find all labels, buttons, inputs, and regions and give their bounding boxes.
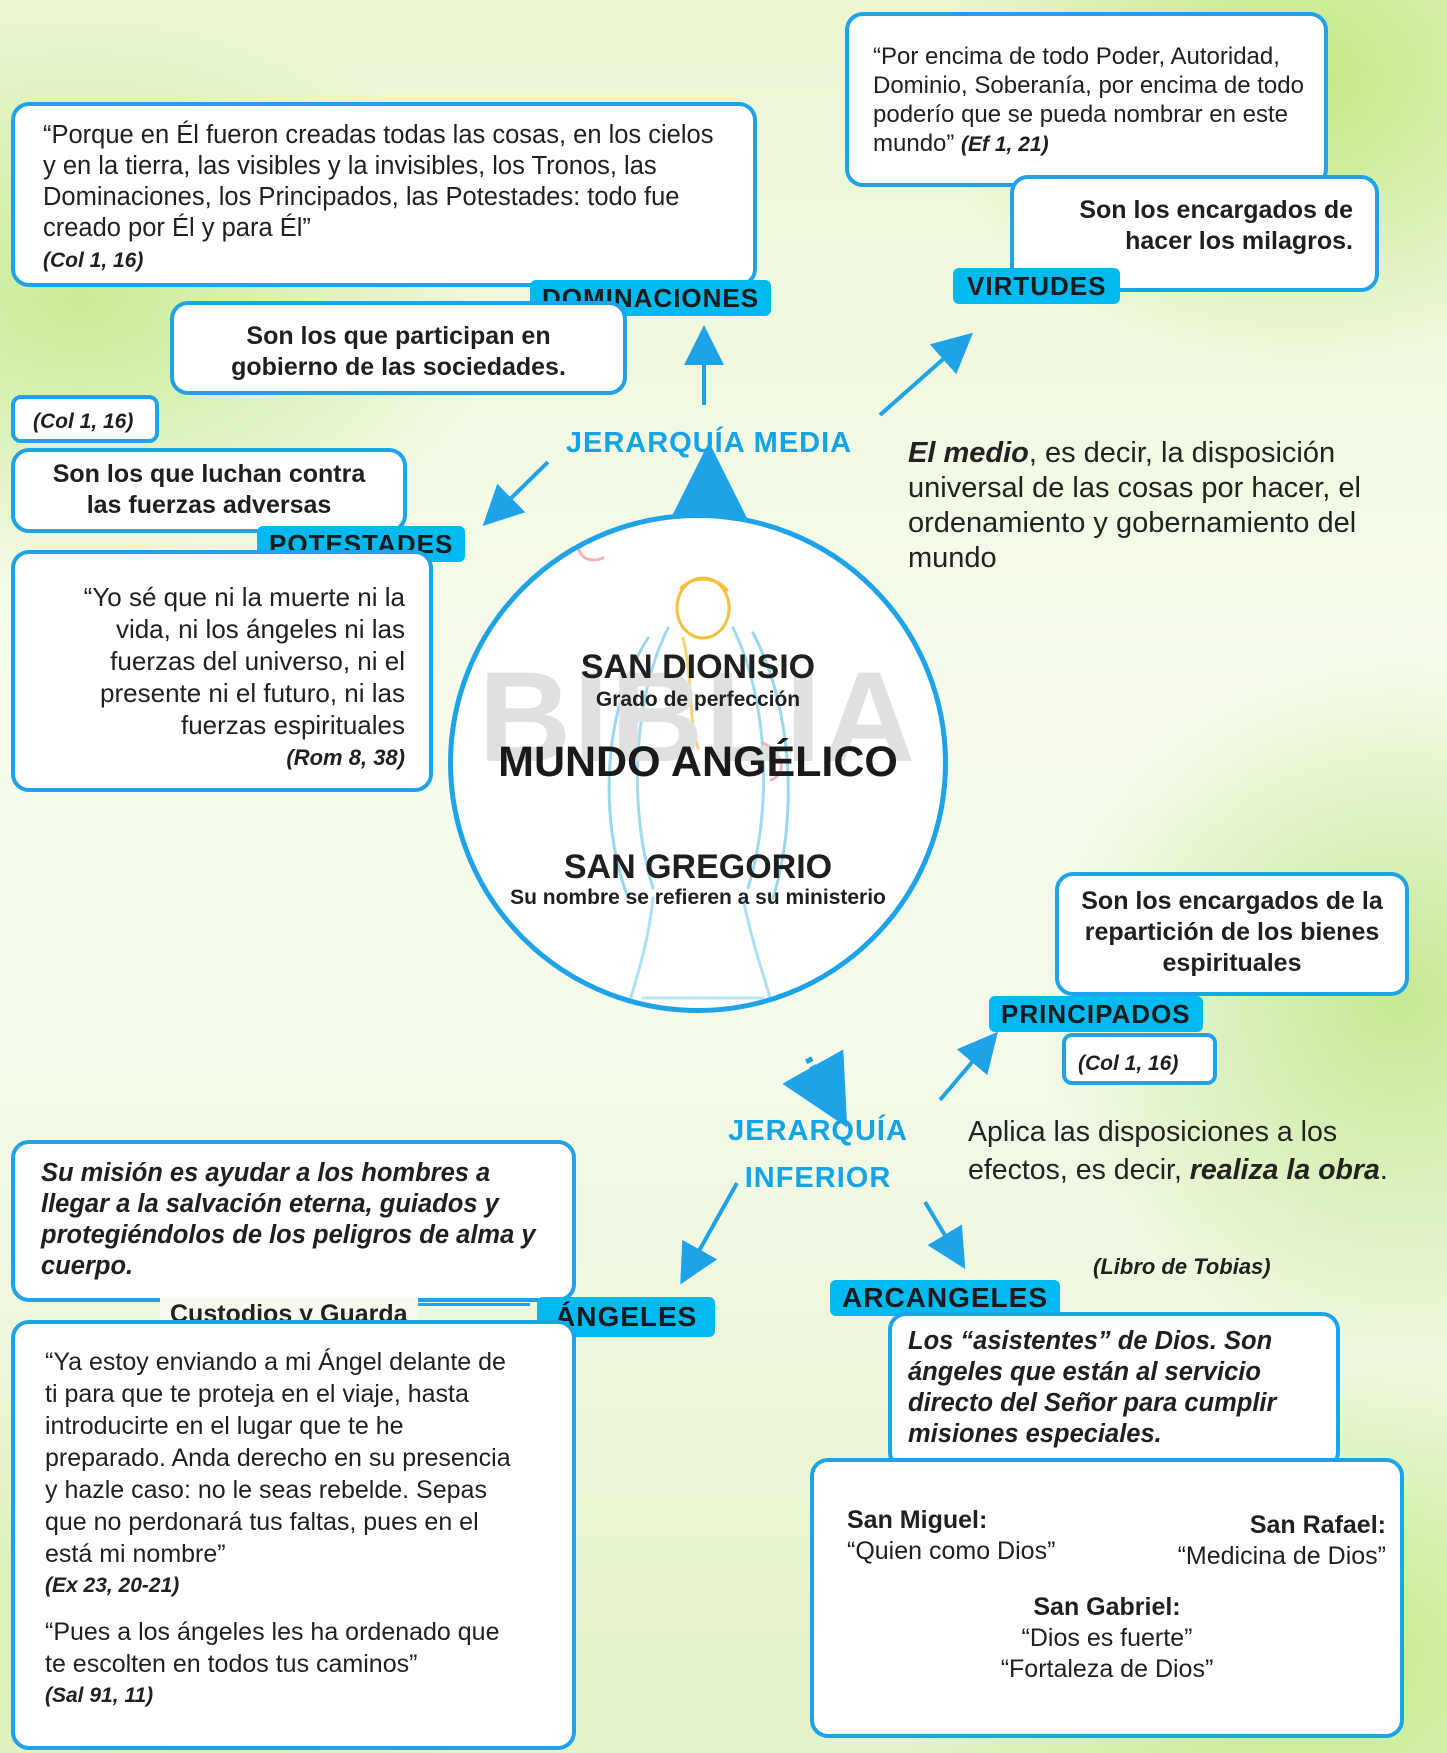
san-gabriel-meaning-2: “Fortaleza de Dios” xyxy=(1000,1655,1214,1683)
arcangeles-cite: (Libro de Tobias) xyxy=(1093,1254,1271,1279)
arrow-to-arcangeles xyxy=(923,1200,966,1270)
arrow-center-to-inferior xyxy=(782,1049,848,1128)
center-circle: BIBLIA SAN DIONISIO Grado de perfección … xyxy=(448,513,948,1013)
angeles-quote-2: “Pues a los ángeles les ha ordenado que … xyxy=(45,1618,500,1678)
jerarquia-inferior-heading: JERARQUÍA INFERIOR xyxy=(718,1108,918,1202)
arcangeles-desc-box: Los “asistentes” de Dios. Son ángeles qu… xyxy=(888,1312,1340,1470)
virtudes-cite: (Ef 1, 21) xyxy=(961,133,1049,156)
san-miguel-meaning: “Quien como Dios” xyxy=(847,1537,1056,1565)
jerarquia-inferior-desc-em: realiza la obra xyxy=(1189,1154,1380,1186)
virtudes-quote-box: “Por encima de todo Poder, Autoridad, Do… xyxy=(845,12,1328,187)
jerarquia-media-desc-em: El medio xyxy=(908,437,1029,469)
virtudes-desc: Son los encargados de hacer los milagros… xyxy=(1079,196,1353,255)
principados-desc: Son los encargados de la repartición de … xyxy=(1081,887,1383,977)
jerarquia-media-desc-rest: , es decir, la disposición universal de … xyxy=(908,437,1361,574)
arcangeles-names-box: San Miguel: “Quien como Dios” San Rafael… xyxy=(810,1458,1404,1738)
dominaciones-desc-box: Son los que participan en gobierno de la… xyxy=(170,301,627,395)
potestades-cite: (Rom 8, 38) xyxy=(286,745,405,770)
potestades-cite-top: (Col 1, 16) xyxy=(33,410,134,433)
principados-cite-box: (Col 1, 16) xyxy=(1062,1033,1217,1085)
san-gabriel: San Gabriel: “Dios es fuerte” “Fortaleza… xyxy=(814,1592,1400,1685)
arrow-to-principados xyxy=(938,1031,998,1102)
principados-cite: (Col 1, 16) xyxy=(1078,1052,1179,1075)
mundo-angelico-title: MUNDO ANGÉLICO xyxy=(498,738,898,786)
potestades-desc-box: Son los que luchan contra las fuerzas ad… xyxy=(11,448,407,533)
san-rafael-name: San Rafael: xyxy=(1249,1511,1386,1539)
san-gregorio: SAN GREGORIO xyxy=(563,848,833,886)
san-gregorio-sub: Su nombre se refieren a su ministerio xyxy=(510,886,886,909)
san-gabriel-name: San Gabriel: xyxy=(1033,1593,1181,1621)
jerarquia-inferior-desc-post: . xyxy=(1379,1154,1388,1186)
san-dionisio: SAN DIONISIO xyxy=(580,648,816,686)
angeles-cite-1: (Ex 23, 20-21) xyxy=(45,1574,180,1597)
arrow-to-potestades xyxy=(482,460,550,527)
potestades-quote-box: “Yo sé que ni la muerte ni la vida, ni l… xyxy=(11,550,433,792)
arcangeles-label: ARCANGELES xyxy=(830,1280,1061,1316)
dominaciones-quote-box: “Porque en Él fueron creadas todas las c… xyxy=(11,102,757,287)
jerarquia-inferior-desc: Aplica las disposiciones a los efectos, … xyxy=(968,1113,1443,1189)
dominaciones-label: DOMINACIONES xyxy=(530,280,772,316)
principados-label: PRINCIPADOS xyxy=(989,996,1203,1032)
angeles-quote-box: “Ya estoy enviando a mi Ángel delante de… xyxy=(11,1320,576,1750)
san-rafael-meaning: “Medicina de Dios” xyxy=(1177,1542,1386,1570)
jerarquia-inferior-desc-pre: Aplica las disposiciones a los efectos, … xyxy=(968,1116,1338,1186)
arcangeles-desc: Los “asistentes” de Dios. Son ángeles qu… xyxy=(908,1327,1277,1448)
angeles-mission-box: Su misión es ayudar a los hombres a lleg… xyxy=(11,1140,576,1302)
virtudes-quote-text: “Por encima de todo Poder, Autoridad, Do… xyxy=(873,43,1304,157)
arrow-to-virtudes xyxy=(878,332,973,417)
san-rafael: San Rafael: “Medicina de Dios” xyxy=(1178,1510,1386,1572)
potestades-cite-box: (Col 1, 16) xyxy=(11,395,159,443)
dominaciones-quote: “Porque en Él fueron creadas todas las c… xyxy=(43,121,714,242)
angeles-cite-2: (Sal 91, 11) xyxy=(45,1684,154,1707)
jerarquia-media-heading: JERARQUÍA MEDIA xyxy=(565,427,853,459)
jerarquia-inferior-label-1: JERARQUÍA xyxy=(728,1115,908,1147)
dominaciones-desc: Son los que participan en gobierno de la… xyxy=(231,322,566,381)
san-miguel-name: San Miguel: xyxy=(847,1506,988,1534)
angel-illustration xyxy=(577,526,790,1008)
virtudes-quote: “Por encima de todo Poder, Autoridad, Do… xyxy=(873,42,1310,159)
jerarquia-inferior-label-2: INFERIOR xyxy=(744,1162,892,1194)
san-miguel: San Miguel: “Quien como Dios” xyxy=(847,1505,1055,1567)
arrow-to-angeles xyxy=(680,1182,739,1285)
dominaciones-cite: (Col 1, 16) xyxy=(43,249,144,272)
san-gabriel-meaning-1: “Dios es fuerte” xyxy=(1021,1624,1193,1652)
principados-desc-box: Son los encargados de la repartición de … xyxy=(1055,872,1409,996)
potestades-quote: “Yo sé que ni la muerte ni la vida, ni l… xyxy=(83,582,405,740)
san-dionisio-sub: Grado de perfección xyxy=(595,688,801,711)
watermark: BIBLIA xyxy=(478,646,918,789)
angeles-mission: Su misión es ayudar a los hombres a lleg… xyxy=(41,1159,536,1280)
virtudes-label: VIRTUDES xyxy=(953,268,1121,304)
angeles-quote-1: “Ya estoy enviando a mi Ángel delante de… xyxy=(45,1348,511,1568)
jerarquia-media-desc: El medio, es decir, la disposición unive… xyxy=(908,436,1393,576)
potestades-desc: Son los que luchan contra las fuerzas ad… xyxy=(52,460,366,519)
